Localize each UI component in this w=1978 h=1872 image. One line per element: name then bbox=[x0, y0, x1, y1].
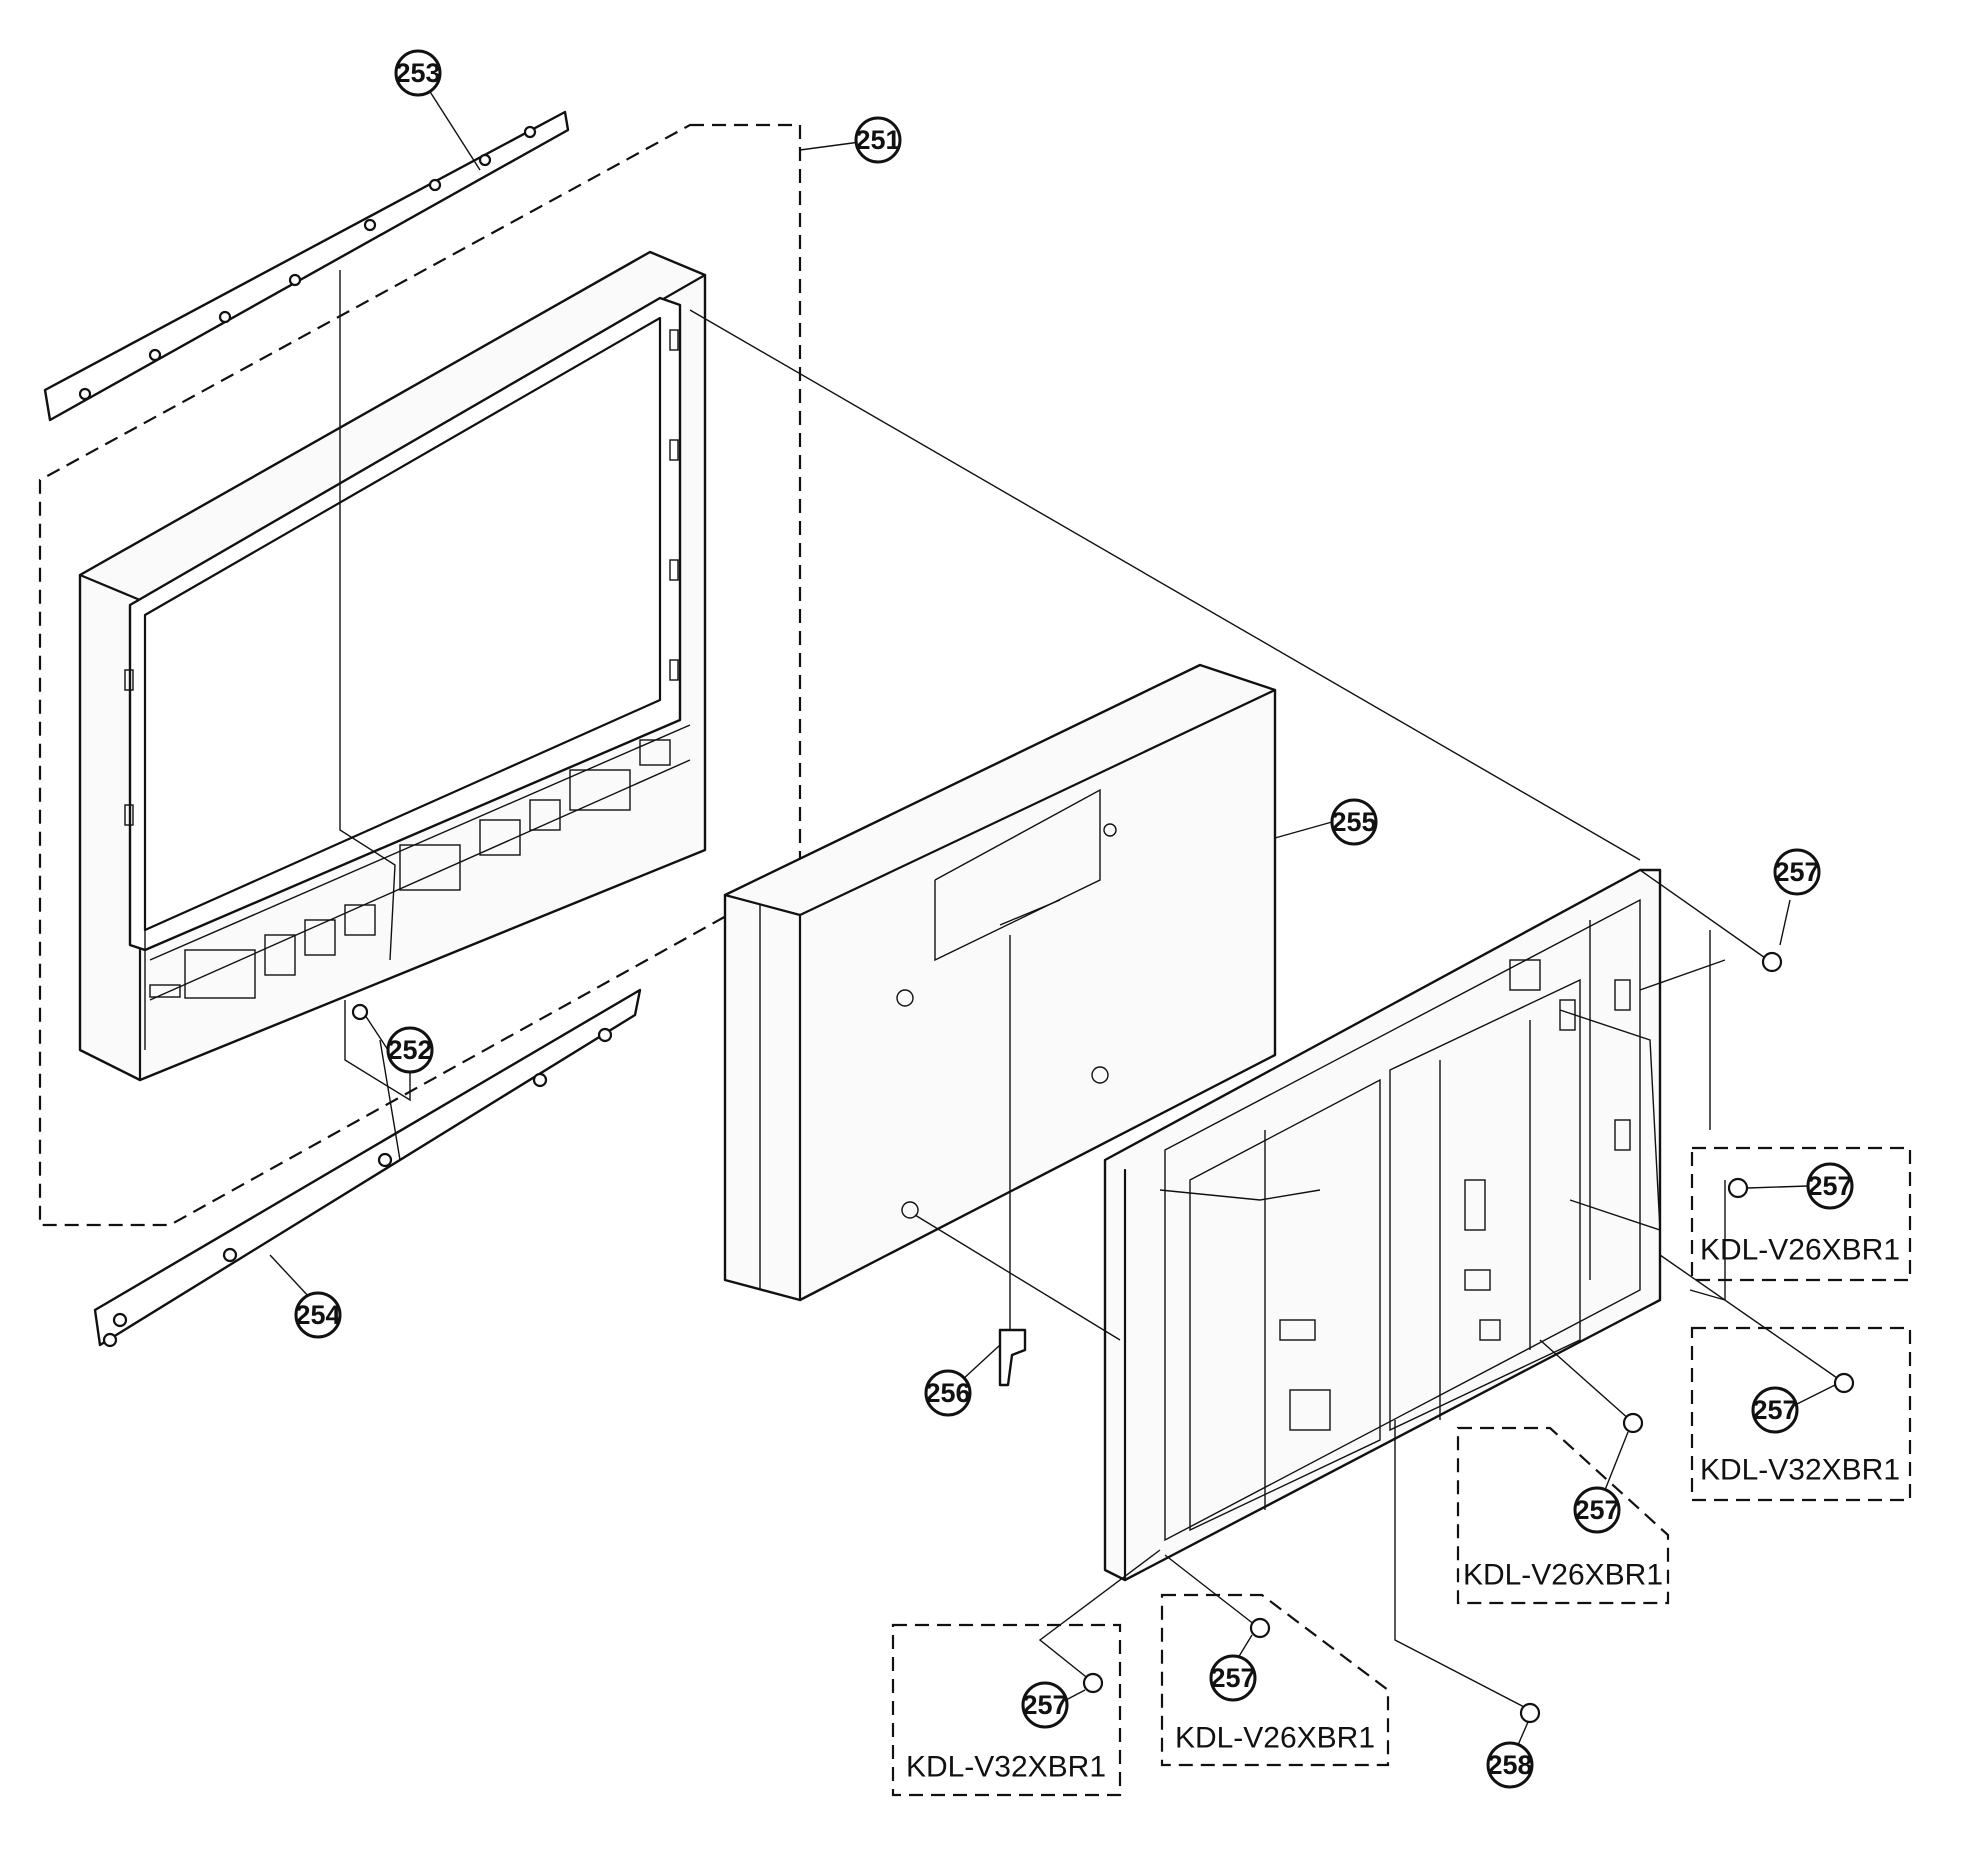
screw-257-f bbox=[1082, 1672, 1104, 1694]
svg-text:257: 257 bbox=[1210, 1663, 1255, 1693]
svg-text:257: 257 bbox=[1574, 1495, 1619, 1525]
callout-255: 255 bbox=[1274, 798, 1378, 846]
model-box-3-outline bbox=[1456, 1426, 1670, 1605]
svg-text:253: 253 bbox=[395, 58, 440, 88]
screw-257-d bbox=[1622, 1412, 1644, 1434]
callout-257-a: 257 bbox=[1773, 848, 1821, 946]
part-256-clip bbox=[998, 1328, 1027, 1387]
svg-text:256: 256 bbox=[925, 1378, 970, 1408]
screw-257-e bbox=[1249, 1617, 1271, 1639]
svg-text:257: 257 bbox=[1752, 1395, 1797, 1425]
part-255-panel bbox=[723, 663, 1277, 1302]
front-bezel bbox=[78, 250, 707, 1082]
leader-lines bbox=[914, 869, 1841, 1711]
svg-text:257: 257 bbox=[1807, 1171, 1852, 1201]
part-254-bottom-strip bbox=[93, 988, 642, 1348]
model-label-4: KDL-V26XBR1 bbox=[1175, 1722, 1375, 1755]
svg-text:255: 255 bbox=[1331, 807, 1376, 837]
svg-text:254: 254 bbox=[295, 1300, 340, 1330]
svg-text:257: 257 bbox=[1774, 857, 1819, 887]
callout-257-d: 257 bbox=[1573, 1431, 1629, 1534]
model-label-1: KDL-V26XBR1 bbox=[1700, 1234, 1900, 1267]
callout-258: 258 bbox=[1486, 1721, 1534, 1789]
model-label-5: KDL-V32XBR1 bbox=[906, 1751, 1106, 1784]
model-box-4-outline bbox=[1160, 1593, 1390, 1767]
callout-254: 254 bbox=[269, 1254, 342, 1339]
model-label-2: KDL-V32XBR1 bbox=[1700, 1454, 1900, 1487]
callout-257-f: 257 bbox=[1021, 1681, 1086, 1729]
callout-257-c: 257 bbox=[1751, 1384, 1836, 1434]
callout-257-e: 257 bbox=[1209, 1634, 1257, 1702]
model-box-2-outline bbox=[1690, 1326, 1912, 1502]
callout-253: 253 bbox=[394, 49, 481, 171]
callout-251: 251 bbox=[799, 116, 902, 164]
screw-257-b bbox=[1727, 1177, 1749, 1199]
svg-text:257: 257 bbox=[1022, 1690, 1067, 1720]
svg-text:258: 258 bbox=[1487, 1750, 1532, 1780]
model-label-3: KDL-V26XBR1 bbox=[1463, 1559, 1663, 1592]
callout-252: 252 bbox=[364, 1014, 434, 1074]
svg-text:252: 252 bbox=[387, 1035, 432, 1065]
screw-258 bbox=[1519, 1702, 1541, 1724]
screw-257-c bbox=[1833, 1372, 1855, 1394]
part-253-top-strip bbox=[43, 110, 570, 422]
screw-257-a bbox=[1761, 951, 1783, 973]
callout-256: 256 bbox=[924, 1344, 1001, 1417]
model-box-1-outline bbox=[1690, 1146, 1912, 1282]
model-box-5-outline bbox=[891, 1623, 1122, 1797]
assembly-251-dashed-boundary bbox=[38, 123, 802, 1227]
svg-text:251: 251 bbox=[855, 125, 900, 155]
callout-257-b: 257 bbox=[1747, 1162, 1854, 1210]
